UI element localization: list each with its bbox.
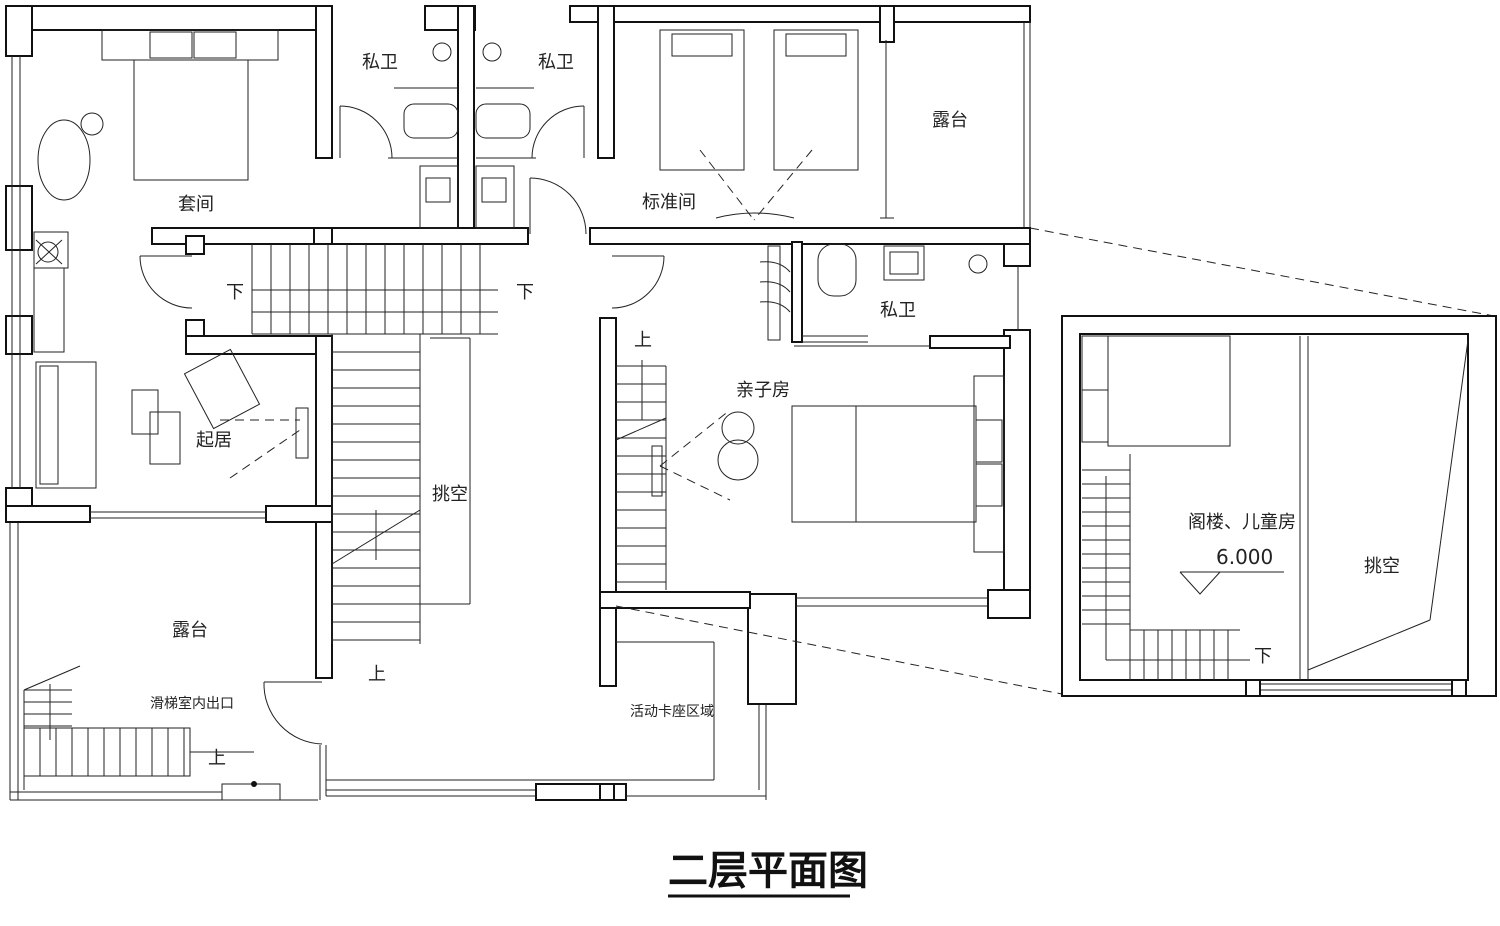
label-attic-void: 挑空 xyxy=(1364,556,1400,577)
label-standard-room: 标准间 xyxy=(642,192,696,213)
doors xyxy=(90,255,665,745)
stair-label-up-right: 上 xyxy=(634,330,652,351)
label-booth-area: 活动卡座区域 xyxy=(630,704,714,720)
room-labels: 套间 私卫 私卫 标准间 露台 私卫 亲子房 起居 挑空 露台 滑梯室内出口 活… xyxy=(150,52,1400,720)
label-terrace-top: 露台 xyxy=(932,110,968,131)
label-suite: 套间 xyxy=(178,194,214,215)
stair-label-down-right: 下 xyxy=(516,282,534,303)
attic-stairs xyxy=(1082,454,1250,680)
bath3-furniture xyxy=(759,243,988,341)
label-living: 起居 xyxy=(196,430,232,451)
standard-room-furniture xyxy=(529,29,894,235)
stair-direction-labels: 下 下 上 上 上 下 xyxy=(208,282,1272,769)
interior-walls xyxy=(5,5,1031,687)
parent-child-furniture xyxy=(651,375,1005,553)
stair-break-line xyxy=(615,417,667,441)
label-private-bath-2: 私卫 xyxy=(538,52,574,73)
terrace-elements xyxy=(23,337,715,801)
stair-label-up-slide: 上 xyxy=(208,748,226,769)
label-terrace-bottom: 露台 xyxy=(172,620,208,641)
exterior-walls xyxy=(5,5,1031,801)
label-private-bath-3: 私卫 xyxy=(880,300,916,321)
label-slide-exit: 滑梯室内出口 xyxy=(150,695,234,712)
bath-fixtures xyxy=(339,42,585,229)
label-void-center: 挑空 xyxy=(432,484,468,505)
central-stairs xyxy=(251,244,498,644)
stair-label-up-center: 上 xyxy=(368,664,386,685)
right-stairs xyxy=(615,360,667,590)
living-furniture xyxy=(33,267,309,489)
label-attic-room: 阁楼、儿童房 xyxy=(1188,512,1296,533)
suite-furniture xyxy=(33,29,279,269)
label-private-bath-1: 私卫 xyxy=(362,52,398,73)
label-parent-child-room: 亲子房 xyxy=(736,380,790,401)
drawing-title: 二层平面图 xyxy=(668,848,868,894)
stair-label-down-left: 下 xyxy=(226,282,244,303)
label-elevation: 6.000 xyxy=(1216,545,1273,569)
stair-label-down-attic: 下 xyxy=(1254,646,1272,667)
attic-inset xyxy=(615,227,1497,697)
